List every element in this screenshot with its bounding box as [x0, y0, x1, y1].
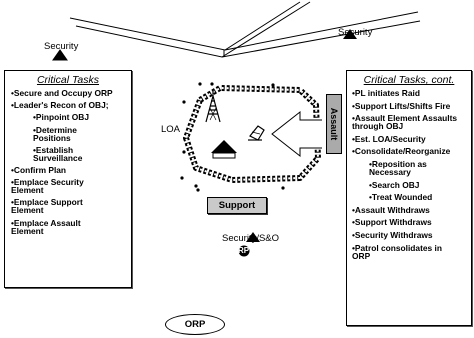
task-list: •Secure and Occupy ORP •Leader's Recon o… [5, 89, 131, 235]
task-item: •Consolidate/Reorganize [352, 146, 451, 157]
task-subitem: •Search OBJ [369, 179, 420, 190]
task-list: •PL initiates Raid •Support Lifts/Shifts… [347, 89, 471, 260]
assault-arrow [271, 110, 322, 158]
task-item: •Support Lifts/Shifts Fire [352, 100, 451, 111]
security-so-label: Security/S&O [222, 233, 280, 244]
task-item: •Assault Withdraws [352, 204, 430, 215]
critical-tasks-cont-panel: Critical Tasks, cont. •PL initiates Raid… [346, 70, 472, 326]
task-item: •Est. LOA/Security [352, 133, 426, 144]
security-left-label: Security [44, 41, 79, 52]
task-item: •Secure and Occupy ORP [11, 88, 113, 98]
objective-perimeter [183, 85, 321, 183]
task-item: •Emplace Assault Element [11, 217, 81, 236]
orp-oval: ORP [165, 314, 225, 335]
panel-title: Critical Tasks, cont. [363, 74, 455, 86]
task-subitem: •Pinpoint OBJ [33, 112, 89, 123]
task-item: •Emplace Security Element [11, 177, 84, 196]
tower-icon [205, 90, 221, 123]
building-icon [211, 140, 237, 159]
security-right-label: Security [338, 27, 373, 38]
loa-dots [180, 82, 285, 192]
task-item: •PL initiates Raid [352, 88, 420, 98]
task-item: •Patrol consolidates in ORP [352, 242, 442, 261]
critical-tasks-panel: Critical Tasks •Secure and Occupy ORP •L… [4, 70, 132, 288]
task-item: •Support Withdraws [352, 217, 432, 228]
rally-point-label: RP [238, 246, 250, 255]
support-element-box: Support [207, 197, 267, 214]
vehicle-icon [248, 125, 265, 141]
loa-label: LOA [161, 124, 181, 135]
assault-label: Assault [329, 107, 339, 141]
task-subitem: •Determine Positions [33, 124, 77, 143]
assault-element-box: Assault [326, 94, 342, 154]
rally-point-icon [238, 245, 250, 257]
task-subitem: •Treat Wounded [369, 192, 433, 203]
task-item: •Assault Element Assaults through OBJ [352, 113, 458, 132]
task-item: •Emplace Support Element [11, 197, 83, 216]
security-marker-icon [52, 49, 68, 61]
road [69, 1, 421, 58]
task-subitem: •Reposition as Necessary [369, 158, 427, 177]
security-marker-icon [343, 29, 357, 39]
task-subitem: •Establish Surveillance [33, 144, 83, 163]
task-item: •Confirm Plan [11, 164, 67, 175]
task-item: •Security Withdraws [352, 229, 433, 240]
task-item: •Leader's Recon of OBJ; [11, 100, 109, 111]
panel-title: Critical Tasks [36, 74, 100, 86]
security-so-marker-icon [246, 232, 260, 242]
